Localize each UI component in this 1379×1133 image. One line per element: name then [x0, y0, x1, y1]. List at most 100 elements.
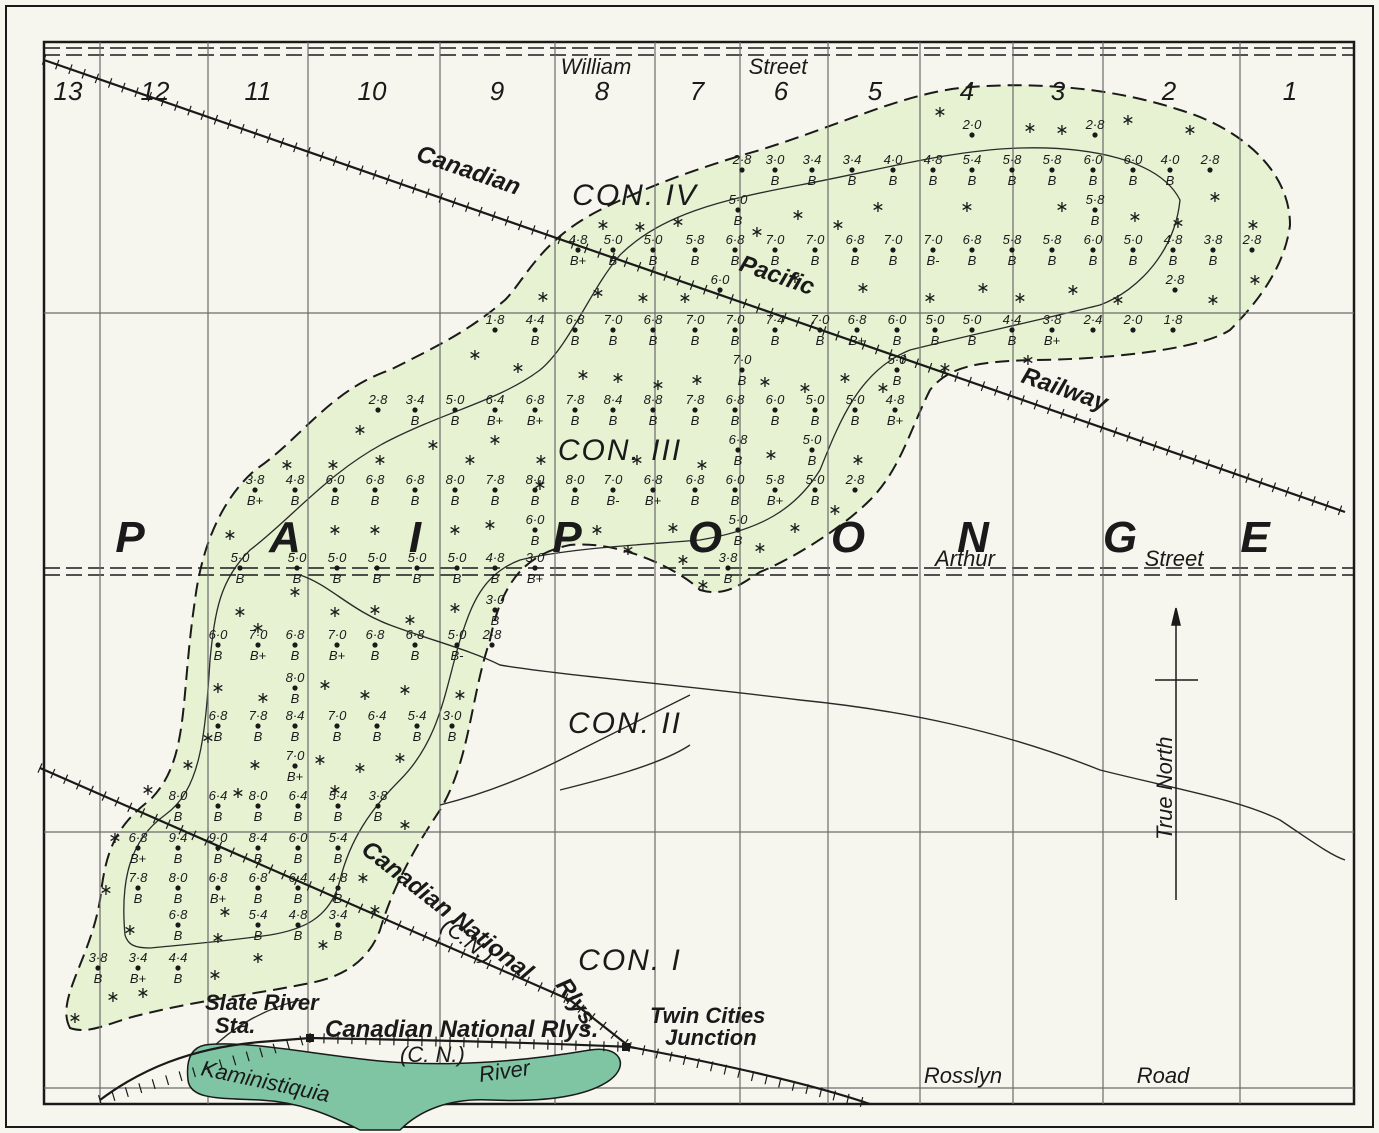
sample-dot — [175, 885, 181, 891]
sample-grade: B — [691, 253, 700, 268]
sample-dot — [894, 327, 900, 333]
sample-depth: 2·8 — [732, 152, 753, 167]
sample-depth: 7·0 — [286, 748, 306, 763]
gravel-star: ∗ — [1021, 352, 1034, 369]
sample-point: 5·8B — [1003, 152, 1023, 188]
sample-point: 2·0 — [1123, 312, 1143, 333]
gravel-star: ∗ — [368, 602, 381, 619]
sample-point: 4·8B — [286, 472, 306, 508]
sample-depth: 2·8 — [368, 392, 389, 407]
sample-depth: 5·0 — [729, 192, 749, 207]
inner-contour — [123, 147, 1181, 949]
sample-depth: 2·8 — [1242, 232, 1263, 247]
sample-grade: B — [649, 333, 658, 348]
sample-point: 5·8B — [1086, 192, 1106, 228]
sample-depth: 3·8 — [1204, 232, 1224, 247]
sample-grade: B — [1129, 173, 1138, 188]
sample-point: 6·8B — [729, 432, 749, 468]
sample-point: 5·8B — [1003, 232, 1023, 268]
sample-grade: B — [236, 571, 245, 586]
sample-dot — [374, 565, 380, 571]
sample-point: 4·0B — [1161, 152, 1181, 188]
sample-point: 2·8 — [1242, 232, 1263, 253]
gravel-star: ∗ — [328, 604, 341, 621]
sample-grade: B — [531, 333, 540, 348]
sample-dot — [852, 247, 858, 253]
sample-depth: 6·0 — [711, 272, 731, 287]
sample-depth: 7·8 — [249, 708, 269, 723]
sample-point: 6·8B — [286, 627, 306, 663]
gravel-star: ∗ — [636, 290, 649, 307]
sample-dot — [414, 565, 420, 571]
sample-depth: 7·0 — [686, 312, 706, 327]
sample-grade: B — [294, 851, 303, 866]
sample-point: 3·4B — [406, 392, 425, 428]
sample-grade: B — [334, 851, 343, 866]
sample-dot — [334, 565, 340, 571]
sample-dot — [95, 965, 101, 971]
sample-depth: 2·8 — [1200, 152, 1221, 167]
gravel-star: ∗ — [976, 280, 989, 297]
sample-dot — [1167, 167, 1173, 173]
sample-grade: B — [291, 648, 300, 663]
gravel-star: ∗ — [1248, 272, 1261, 289]
sample-point: 6·0 — [711, 272, 731, 293]
sample-dot — [489, 642, 495, 648]
sample-grade: B+ — [487, 413, 504, 428]
township-letter: A — [268, 513, 301, 562]
sample-grade: B+ — [247, 493, 264, 508]
sample-grade: B — [333, 571, 342, 586]
sample-point: 8·8B — [644, 392, 664, 428]
sample-grade: B — [291, 729, 300, 744]
sample-point: 6·8B — [209, 708, 229, 744]
sample-point: 6·0B — [888, 312, 908, 348]
sample-depth: 5·8 — [766, 472, 786, 487]
gravel-star: ∗ — [1023, 120, 1036, 137]
sample-dot — [1170, 327, 1176, 333]
gravel-star: ∗ — [223, 527, 236, 544]
rosslyn-road-suffix: Road — [1137, 1063, 1190, 1088]
sample-depth: 5·0 — [963, 312, 983, 327]
sample-dot — [295, 845, 301, 851]
sample-depth: 6·0 — [1084, 152, 1104, 167]
sample-dot — [650, 407, 656, 413]
sample-dot — [735, 207, 741, 213]
sample-point: 5·4B — [329, 788, 348, 824]
sample-dot — [335, 922, 341, 928]
sample-depth: 3·4 — [406, 392, 425, 407]
sample-grade: B — [808, 173, 817, 188]
sample-point: 3·4B — [803, 152, 822, 188]
sample-dot — [610, 407, 616, 413]
sample-depth: 6·0 — [766, 392, 786, 407]
gravel-star: ∗ — [788, 520, 801, 537]
sample-point: 6·0B — [726, 472, 746, 508]
sample-point: 2·8 — [732, 152, 753, 173]
sample-dot — [1090, 167, 1096, 173]
sample-grade: B — [1166, 173, 1175, 188]
street-lines — [44, 47, 1354, 576]
sample-dot — [932, 327, 938, 333]
sample-dot — [717, 287, 723, 293]
gravel-star: ∗ — [251, 950, 264, 967]
sample-dot — [292, 642, 298, 648]
sample-grade: B+ — [1044, 333, 1061, 348]
sample-grade: B — [174, 809, 183, 824]
sample-depth: 3·0 — [443, 708, 463, 723]
township-letter: I — [409, 513, 422, 562]
sample-point: 6·8B — [406, 627, 426, 663]
sample-grade: B — [851, 253, 860, 268]
sample-point: 5·0B — [729, 512, 749, 548]
sample-grade: B — [571, 413, 580, 428]
sample-point: 5·0B — [888, 352, 908, 388]
sample-dot — [412, 407, 418, 413]
sample-grade: B — [491, 571, 500, 586]
sample-grade: B — [731, 333, 740, 348]
lot-number: 9 — [490, 76, 504, 106]
gravel-star: ∗ — [591, 285, 604, 302]
sample-point: 4·8B — [486, 550, 506, 586]
gravel-star: ∗ — [1013, 290, 1026, 307]
sample-grade: B — [174, 928, 183, 943]
sample-point: 3·8B — [719, 550, 739, 586]
sample-dot — [412, 642, 418, 648]
sample-grade: B+ — [130, 851, 147, 866]
